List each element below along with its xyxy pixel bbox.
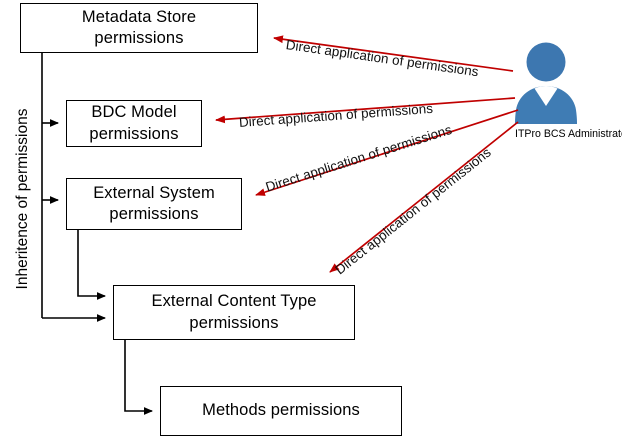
red-line-metadata-store [273,35,514,72]
box-metadata-store[interactable]: Metadata Store permissions [20,3,258,53]
box-methods-label: Methods permissions [202,401,360,420]
actor-caption: ITPro BCS Administrator [515,128,622,140]
person-icon [515,42,577,124]
red-line-external-content-type [329,121,519,273]
red-line-external-system [255,109,519,196]
box-bdc-model-label: BDC Model permissions [89,103,179,143]
box-external-content-type[interactable]: External Content Type permissions [113,285,355,340]
red-line-bdc-model [215,97,516,124]
box-external-system[interactable]: External System permissions [66,178,242,230]
box-bdc-model[interactable]: BDC Model permissions [66,100,202,147]
box-methods[interactable]: Methods permissions [160,386,402,436]
box-external-system-label: External System permissions [93,183,215,223]
box-metadata-store-label: Metadata Store permissions [81,7,197,47]
box-external-content-type-label: External Content Type permissions [151,292,317,332]
